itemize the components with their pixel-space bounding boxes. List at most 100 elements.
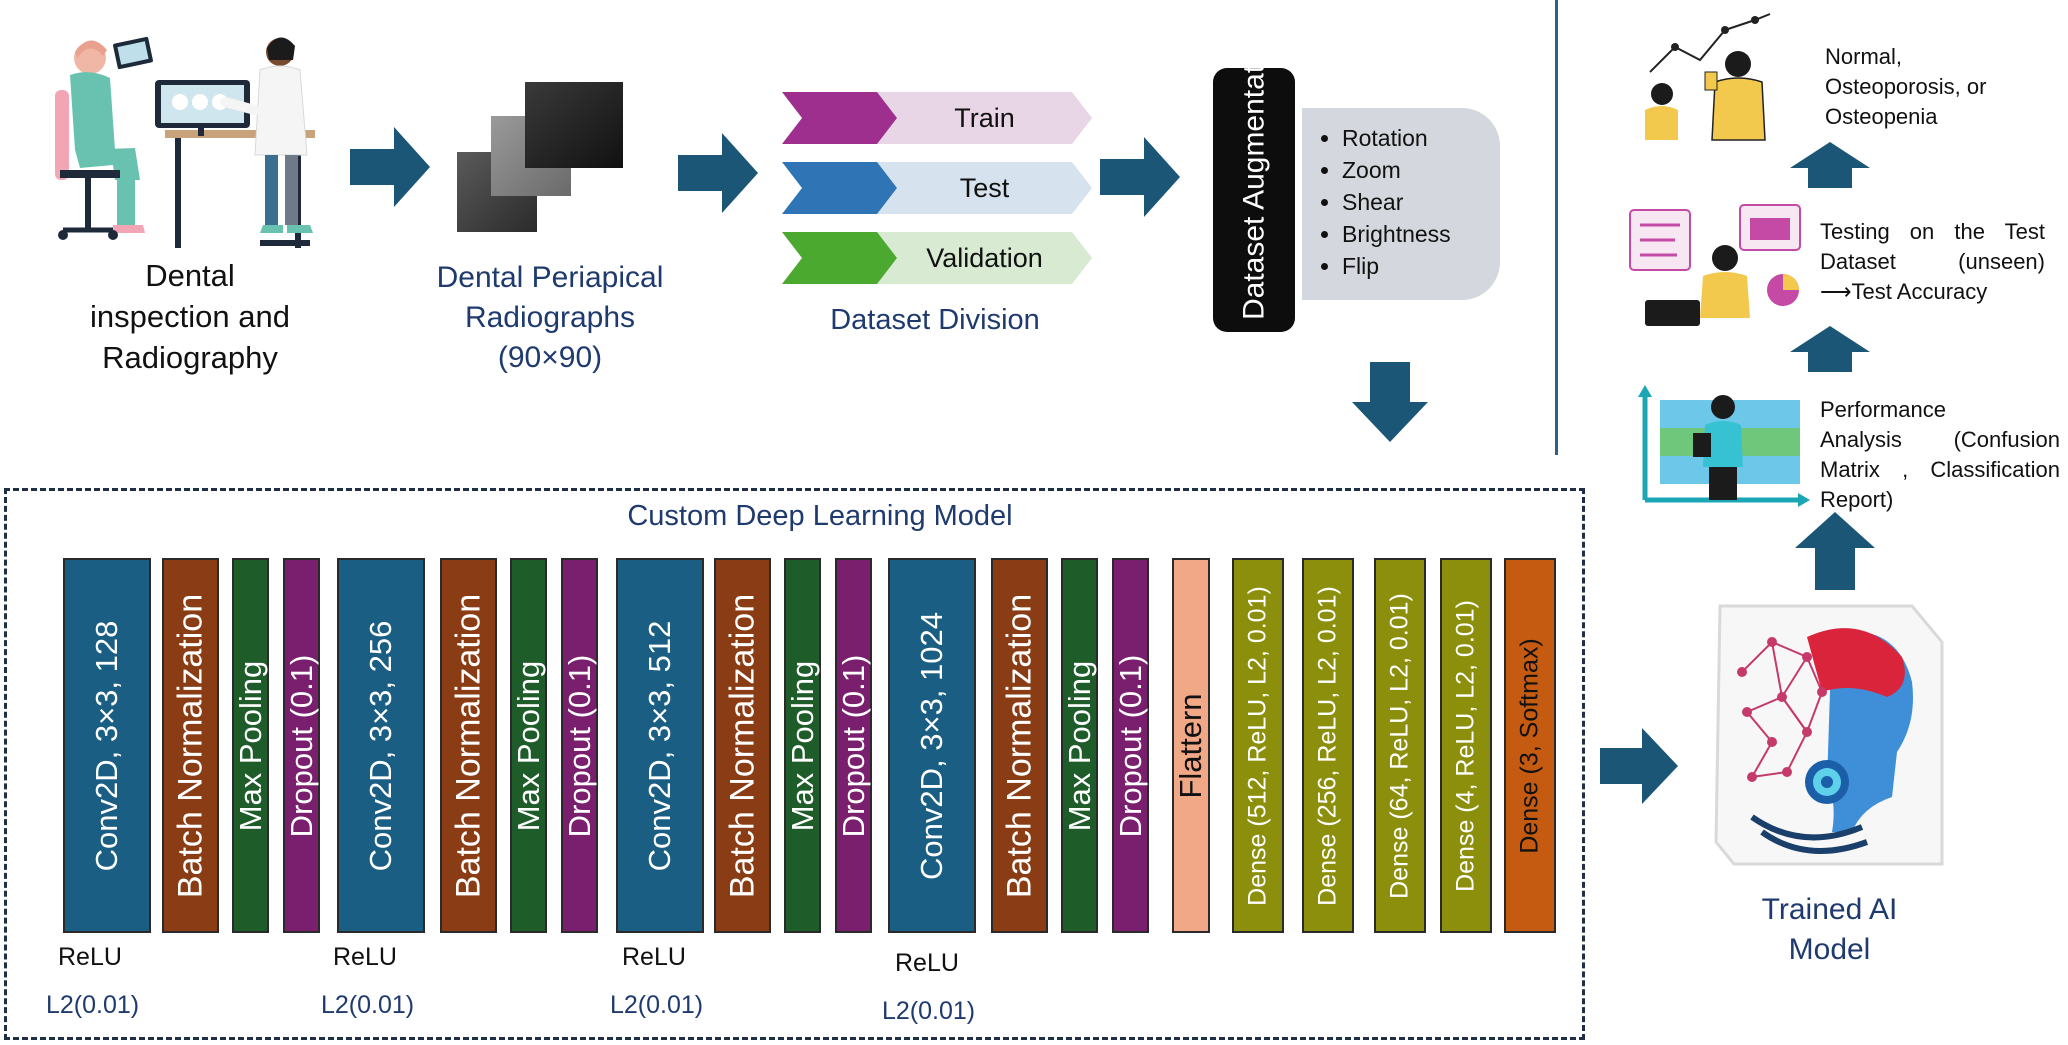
performance-text: Performance Analysis (Confusion Matrix ,…	[1820, 395, 2060, 515]
section-divider	[1555, 0, 1558, 455]
performance-analysis-illustration	[1635, 385, 1810, 510]
regularization-label: L2(0.01)	[46, 991, 140, 1019]
layer-dense: Dense (512, ReLU, L2, 0.01)	[1232, 558, 1284, 933]
layer-label: Batch Normalization	[171, 593, 209, 898]
layer-label: Dropout (0.1)	[1112, 654, 1148, 837]
layer-label: Conv2D, 3×3, 128	[89, 620, 124, 871]
layer-label: Dense (64, ReLU, L2, 0.01)	[1385, 592, 1414, 899]
testing-line-1: Testing on the Test	[1820, 219, 2045, 244]
layer-batch-norm: Batch Normalization	[440, 558, 497, 933]
layer-label: Conv2D, 3×3, 1024	[914, 611, 949, 880]
layer-label: Flattern	[1173, 692, 1208, 799]
trained-model-line-2: Model	[1788, 933, 1871, 966]
layer-dropout: Dropout (0.1)	[1112, 558, 1149, 933]
step1-line-3: Radiography	[102, 340, 278, 375]
step1-line-2: inspection and	[90, 299, 290, 334]
dental-inspection-illustration	[55, 30, 345, 255]
model-title: Custom Deep Learning Model	[627, 500, 1013, 532]
layer-dropout: Dropout (0.1)	[561, 558, 598, 933]
split-validation-chevron: Validation	[782, 232, 1092, 284]
step2-line-1: Dental Periapical	[436, 261, 664, 294]
layer-dropout: Dropout (0.1)	[283, 558, 320, 933]
regularization-label: L2(0.01)	[321, 991, 415, 1019]
split-test-chevron: Test	[782, 162, 1092, 214]
step2-caption: Dental Periapical Radiographs (90×90)	[420, 258, 680, 378]
layer-conv: Conv2D, 3×3, 256	[337, 558, 425, 933]
layer-label: Dropout (0.1)	[835, 654, 871, 837]
trained-ai-model-icon	[1712, 602, 1947, 870]
split-train-label: Train	[954, 103, 1015, 133]
layer-label: Dense (256, ReLU, L2, 0.01)	[1313, 585, 1342, 906]
layer-softmax: Dense (3, Softmax)	[1504, 558, 1556, 933]
layer-label: Conv2D, 3×3, 512	[642, 620, 677, 871]
regularization-label: L2(0.01)	[882, 997, 976, 1025]
flow-arrow-right-3	[1100, 137, 1180, 217]
layer-max-pool: Max Pooling	[232, 558, 269, 933]
flow-arrow-right-model	[1600, 728, 1678, 804]
model-frame	[4, 488, 1585, 1040]
step3-caption: Dataset Division	[830, 304, 1040, 336]
layer-max-pool: Max Pooling	[784, 558, 821, 933]
testing-line-3: ⟶Test Accuracy	[1820, 279, 1988, 304]
augmentation-title-box: Dataset Augmentation	[1213, 24, 1295, 332]
split-test-label: Test	[959, 173, 1010, 203]
layer-label: Dropout (0.1)	[561, 654, 597, 837]
layer-batch-norm: Batch Normalization	[714, 558, 771, 933]
trained-model-line-1: Trained AI	[1761, 893, 1898, 926]
augmentation-item: Shear	[1342, 186, 1500, 218]
layer-conv: Conv2D, 3×3, 512	[616, 558, 704, 933]
augmentation-title: Dataset Augmentation	[1237, 24, 1271, 320]
flow-arrow-right-1	[350, 127, 430, 207]
layer-label: Batch Normalization	[723, 593, 761, 898]
layer-label: Max Pooling	[510, 660, 546, 831]
layer-label: Dropout (0.1)	[283, 654, 319, 837]
layer-batch-norm: Batch Normalization	[162, 558, 219, 933]
layer-label: Max Pooling	[1061, 660, 1097, 831]
flow-arrow-up-2	[1790, 326, 1870, 372]
testing-illustration	[1625, 200, 1805, 330]
layer-max-pool: Max Pooling	[510, 558, 547, 933]
performance-line-3: Matrix , Classification	[1820, 457, 2060, 482]
flow-arrow-up-3	[1795, 512, 1875, 590]
split-train-chevron: Train	[782, 92, 1092, 144]
output-line-1: Normal,	[1825, 44, 1903, 69]
activation-label: ReLU	[333, 943, 397, 971]
layer-conv: Conv2D, 3×3, 128	[63, 558, 151, 933]
activation-label: ReLU	[622, 943, 686, 971]
layer-label: Max Pooling	[784, 660, 820, 831]
layer-label: Dense (3, Softmax)	[1515, 637, 1544, 854]
flow-arrow-right-2	[678, 133, 758, 213]
performance-line-1: Performance	[1820, 397, 1946, 422]
step1-caption: Dental inspection and Radiography	[55, 255, 325, 378]
trained-model-caption: Trained AI Model	[1712, 890, 1947, 970]
testing-text: Testing on the Test Dataset (unseen) ⟶Te…	[1820, 217, 2045, 307]
flow-arrow-up-1	[1790, 142, 1870, 188]
layer-dropout: Dropout (0.1)	[835, 558, 872, 933]
layer-label: Batch Normalization	[449, 593, 487, 898]
flow-arrow-down	[1352, 362, 1428, 442]
layer-batch-norm: Batch Normalization	[991, 558, 1048, 933]
augmentation-item: Flip	[1342, 250, 1500, 282]
layer-dense: Dense (4, ReLU, L2, 0.01)	[1440, 558, 1492, 933]
layer-dense: Dense (256, ReLU, L2, 0.01)	[1302, 558, 1354, 933]
output-line-2: Osteoporosis, or	[1825, 74, 1987, 99]
testing-line-2: Dataset (unseen)	[1820, 249, 2045, 274]
radiograph-stack-icon	[455, 80, 625, 235]
layer-label: Conv2D, 3×3, 256	[363, 620, 398, 871]
layer-label: Batch Normalization	[1000, 593, 1038, 898]
augmentation-item: Zoom	[1342, 154, 1500, 186]
performance-line-2: Analysis (Confusion	[1820, 427, 2060, 452]
step2-line-2: Radiographs	[464, 301, 636, 334]
people-chart-illustration	[1630, 12, 1780, 142]
augmentation-item: Brightness	[1342, 218, 1500, 250]
layer-label: Dense (4, ReLU, L2, 0.01)	[1451, 599, 1480, 892]
output-line-3: Osteopenia	[1825, 104, 1938, 129]
layer-max-pool: Max Pooling	[1061, 558, 1098, 933]
step2-line-3: (90×90)	[497, 341, 603, 374]
augmentation-list: Rotation Zoom Shear Brightness Flip	[1302, 108, 1500, 300]
layer-conv: Conv2D, 3×3, 1024	[888, 558, 976, 933]
layer-label: Dense (512, ReLU, L2, 0.01)	[1243, 585, 1272, 906]
step1-line-1: Dental	[145, 258, 235, 293]
layer-label: Max Pooling	[232, 660, 268, 831]
output-classes-text: Normal, Osteoporosis, or Osteopenia	[1825, 42, 2055, 132]
